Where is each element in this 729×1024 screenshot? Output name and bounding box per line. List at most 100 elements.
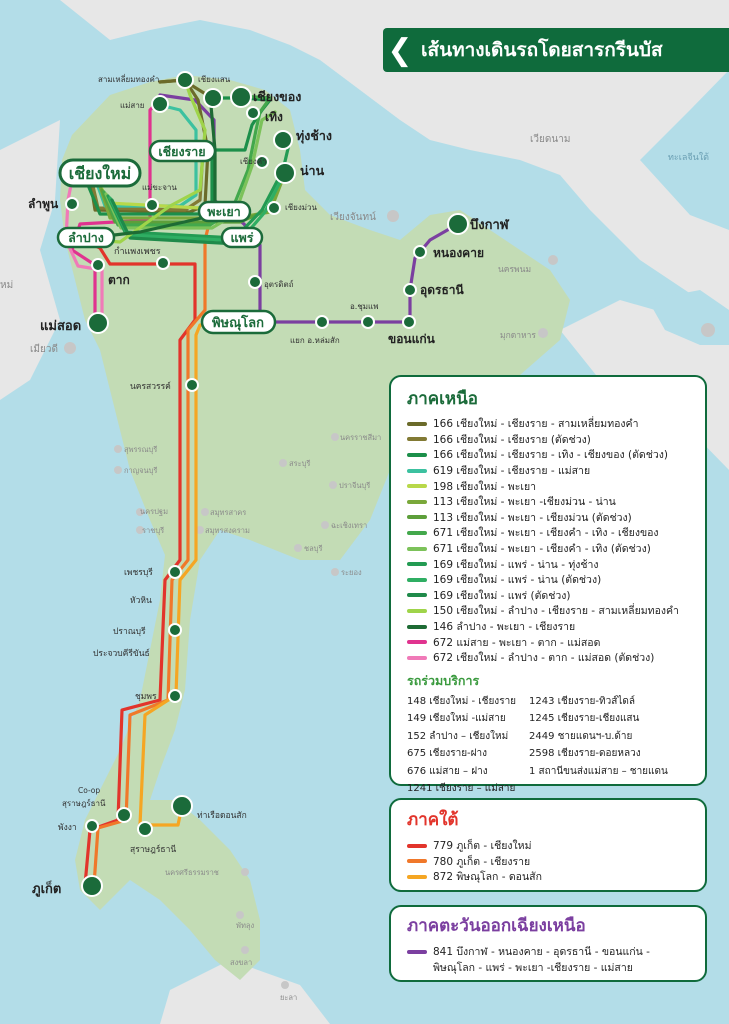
label-nakhon-phanom: นครพนม	[498, 265, 531, 275]
legend-swatch	[407, 452, 427, 457]
svg-text:เชียงราย: เชียงราย	[158, 144, 205, 159]
lbl-mae-sot: แม่สอด	[40, 319, 81, 334]
joint-route-item: 1245 เชียงราย-เชียงแสน	[529, 713, 640, 724]
node-phuket	[81, 875, 103, 897]
legend-route-label: 166 เชียงใหม่ - เชียงราย - สามเหลี่ยมทอง…	[433, 418, 639, 431]
legend-swatch	[407, 530, 427, 535]
pill-chiangmai: เชียงใหม่	[58, 158, 142, 188]
legend-northeast-heading: ภาคตะวันออกเฉียงเหนือ	[407, 916, 586, 936]
lbl-coop-surat: สุราษฎร์ธานี	[62, 798, 106, 808]
lbl-phangnga: พังงา	[58, 823, 77, 833]
legend-swatch	[407, 624, 427, 629]
lbl-nong-khai: หนองคาย	[433, 246, 484, 260]
legend-swatch	[407, 577, 427, 582]
legend-route-item: 671 เชียงใหม่ - พะเยา - เชียงคำ - เทิง (…	[407, 541, 695, 557]
legend-route-item: 872 พิษณุโลก - ดอนสัก	[407, 869, 695, 885]
node-udon	[403, 283, 417, 297]
node-phangnga	[85, 819, 99, 833]
legend-south-routes: 779 ภูเก็ต - เชียงใหม่780 ภูเก็ต - เชียง…	[407, 838, 695, 885]
lbl-thoeng: เทิง	[265, 110, 283, 124]
nakhon-phanom-dot	[548, 255, 558, 265]
thailand-land	[60, 75, 570, 980]
pill-phitsanulok: พิษณุโลก	[200, 309, 277, 335]
node-nong-khai	[413, 245, 427, 259]
legend-joint-heading: รถร่วมบริการ	[407, 672, 480, 688]
legend-route-label: 113 เชียงใหม่ - พะเยา - เชียงม่วน (ตัดช่…	[433, 511, 632, 524]
page-title: เส้นทางเดินรถโดยสารกรีนบัส	[421, 39, 663, 61]
route-672b	[64, 178, 104, 324]
label-south-china-sea: ทะเลจีนใต้	[668, 152, 709, 163]
legend-swatch	[407, 949, 427, 954]
lbl-lamphun: ลำพูน	[28, 197, 59, 212]
legend-route-label: 169 เชียงใหม่ - แพร่ - น่าน (ตัดช่วง)	[433, 574, 602, 587]
node-nakhon-sawan	[185, 378, 199, 392]
lbl-nan: น่าน	[300, 163, 325, 178]
lbl-chiang-kham: เชียงคำ	[240, 157, 267, 166]
lbl-bueng-kan: บึงกาฬ	[470, 217, 510, 233]
prov-nakhonsi: นครศรีธรรมราช	[165, 868, 219, 877]
neighbor-land-north	[60, 0, 729, 330]
pill-phayao: พะเยา	[197, 200, 252, 223]
title-banner: ❮ เส้นทางเดินรถโดยสารกรีนบัส	[383, 28, 729, 72]
node-don-sak	[171, 795, 193, 817]
legend-swatch	[407, 484, 427, 489]
node-mae-sai	[151, 95, 169, 113]
pill-phrae: แพร่	[220, 226, 264, 249]
prov-chonburi: ชลบุรี	[304, 544, 322, 553]
legend-swatch	[407, 874, 427, 879]
node-khon-kaen	[402, 315, 416, 329]
legend-northeast-route: 841 บึงกาฬ - หนองคาย - อุดรธานี - ขอนแก่…	[407, 944, 695, 960]
legend-swatch	[407, 421, 427, 426]
lbl-surat: สุราษฎร์ธานี	[130, 844, 176, 855]
neighbor-land-west	[0, 120, 60, 400]
legend-route-label: 672 แม่สาย - พะเยา - ตาก - แม่สอด	[433, 636, 601, 649]
prov-suphan: สุพรรณบุรี	[124, 445, 157, 454]
joint-route-item: 1 สถานีขนส่งแม่สาย – ชายแดน	[529, 765, 668, 777]
legend-route-label: 872 พิษณุโลก - ดอนสัก	[433, 871, 542, 884]
lbl-coop: Co-op	[78, 786, 100, 795]
legend-route-label: 619 เชียงใหม่ - เชียงราย - แม่สาย	[433, 465, 591, 478]
lbl-sam-liam: สามเหลี่ยมทองคำ	[98, 73, 159, 84]
joint-route-item: 149 เชียงใหม่ -แม่สาย	[407, 713, 506, 724]
prov-phatthalung: พัทลุง	[236, 921, 254, 930]
legend-route-item: 672 แม่สาย - พะเยา - ตาก - แม่สอด	[407, 634, 695, 650]
legend-route-label: 146 ลำปาง - พะเยา - เชียงราย	[433, 621, 576, 634]
legend-northeast: ภาคตะวันออกเฉียงเหนือ 841 บึงกาฬ - หนองค…	[389, 905, 707, 982]
legend-swatch	[407, 655, 427, 660]
joint-route-item: 2598 เชียงราย-ดอยหลวง	[529, 748, 641, 759]
node-thung-chang	[273, 130, 293, 150]
legend-swatch	[407, 437, 427, 442]
legend-northeast-route-cont: พิษณุโลก - แพร่ - พะเยา -เชียงราย - แม่ส…	[407, 960, 695, 976]
route-872	[138, 323, 232, 827]
lbl-chiang-muan: เชียงม่วน	[285, 203, 318, 212]
legend-route-item: 150 เชียงใหม่ - ลำปาง - เชียงราย - สามเห…	[407, 603, 695, 619]
legend-northeast-route-line1: 841 บึงกาฬ - หนองคาย - อุดรธานี - ขอนแก่…	[433, 946, 650, 959]
myawaddy-dot	[64, 342, 76, 354]
legend-swatch	[407, 608, 427, 613]
svg-text:ลำปาง: ลำปาง	[68, 230, 104, 245]
pill-chiangrai: เชียงราย	[148, 139, 217, 163]
node-pranburi	[168, 623, 182, 637]
legend-route-label: 169 เชียงใหม่ - แพร่ - น่าน - ทุ่งช้าง	[433, 558, 599, 571]
prov-chachoengsao: ฉะเชิงเทรา	[331, 521, 367, 530]
node-chiang-kham	[255, 155, 269, 169]
legend-route-item: 198 เชียงใหม่ - พะเยา	[407, 478, 695, 494]
legend-route-item: 671 เชียงใหม่ - พะเยา - เชียงคำ - เทิง -…	[407, 525, 695, 541]
chevron-left-icon: ❮	[387, 32, 413, 68]
lbl-chumphae: อ.ชุมแพ	[350, 302, 378, 311]
prov-saraburi: สระบุรี	[289, 459, 310, 468]
legend-swatch	[407, 468, 427, 473]
prov-songkhla: สงขลา	[230, 958, 252, 967]
prov-samutsakhon: สมุทรสาคร	[210, 508, 246, 517]
node-chiang-khong	[230, 86, 252, 108]
legend-swatch	[407, 593, 427, 598]
svg-text:พะเยา: พะเยา	[207, 204, 241, 219]
node-tak	[156, 256, 170, 270]
prov-prachinburi: ปราจีนบุรี	[339, 481, 370, 490]
pill-lampang: ลำปาง	[56, 226, 116, 249]
lbl-mae-sai: แม่สาย	[120, 101, 145, 110]
prov-rayong: ระยอง	[341, 568, 362, 577]
legend-route-label: 166 เชียงใหม่ - เชียงราย - เทิง - เชียงข…	[433, 449, 668, 462]
legend-route-label: 169 เชียงใหม่ - แพร่ (ตัดช่วง)	[433, 589, 571, 602]
svg-text:พิษณุโลก: พิษณุโลก	[212, 314, 264, 331]
